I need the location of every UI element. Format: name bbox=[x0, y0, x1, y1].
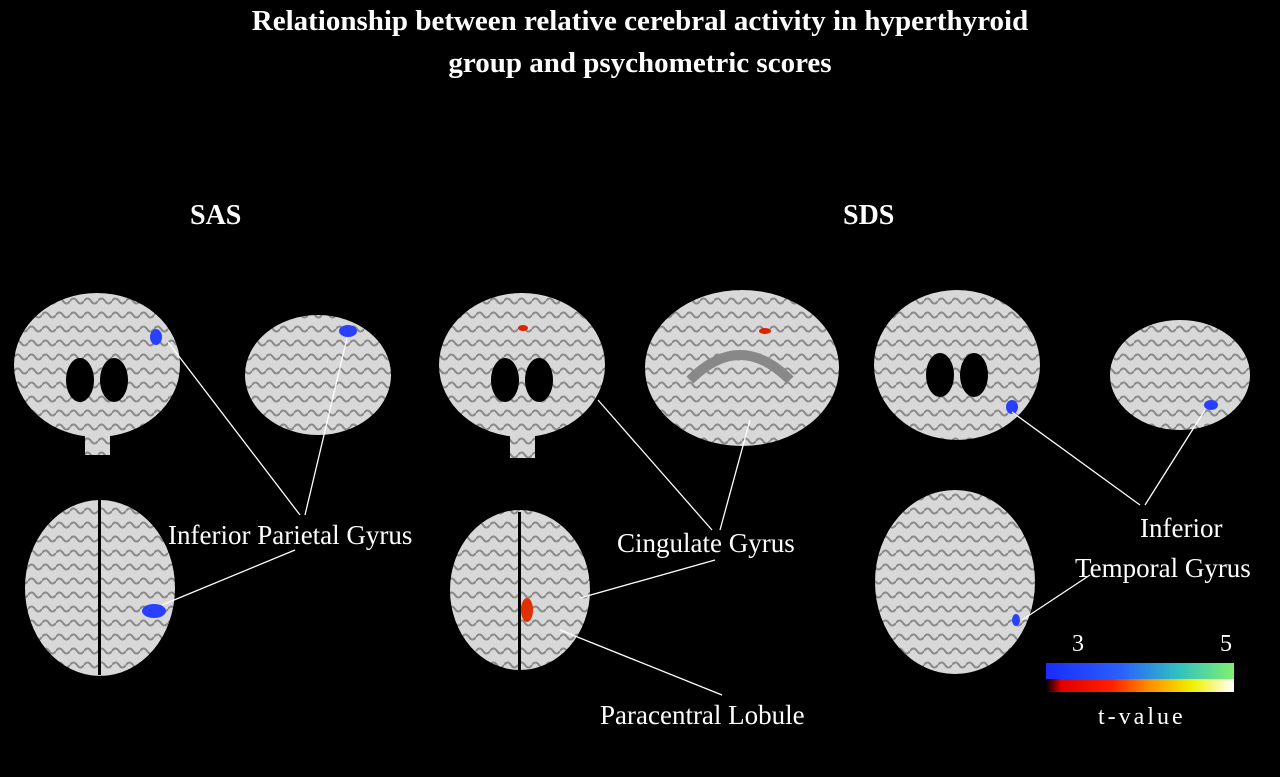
colorbar bbox=[1046, 663, 1234, 692]
blob bbox=[1006, 400, 1018, 414]
title-line-1: Relationship between relative cerebral a… bbox=[251, 5, 1029, 37]
panel-label-sas: SAS bbox=[190, 200, 242, 231]
title-line-2: group and psychometric scores bbox=[448, 47, 832, 79]
sas-sagittal-slice bbox=[245, 315, 391, 435]
blob bbox=[518, 325, 528, 331]
label-inferior: Inferior bbox=[1140, 513, 1223, 543]
leader-lines bbox=[161, 337, 1206, 696]
blob bbox=[1204, 400, 1218, 410]
colorbar-max: 5 bbox=[1220, 631, 1232, 657]
label-paracentral-lobule: Paracentral Lobule bbox=[600, 700, 805, 730]
colorbar-negative bbox=[1046, 663, 1234, 679]
label-temporal-gyrus: Temporal Gyrus bbox=[1075, 553, 1251, 583]
sds-sagittal-slice bbox=[1110, 320, 1250, 430]
activation-blobs bbox=[142, 325, 1218, 626]
blob bbox=[142, 604, 166, 618]
figure-title: Relationship between relative cerebral a… bbox=[0, 0, 1280, 84]
cg-sagittal-slice bbox=[645, 290, 839, 446]
blob bbox=[759, 328, 771, 334]
sds-coronal-slice bbox=[874, 290, 1040, 440]
sds-axial-slice bbox=[875, 490, 1035, 674]
label-inferior-parietal-gyrus: Inferior Parietal Gyrus bbox=[168, 520, 413, 550]
sas-coronal-slice bbox=[14, 293, 180, 437]
blob bbox=[339, 325, 357, 337]
blob bbox=[150, 329, 162, 345]
colorbar-label: t-value bbox=[1098, 704, 1186, 730]
label-cingulate-gyrus: Cingulate Gyrus bbox=[617, 528, 795, 558]
colorbar-min: 3 bbox=[1072, 631, 1084, 657]
colorbar-positive bbox=[1046, 679, 1234, 692]
panel-label-sds: SDS bbox=[843, 200, 895, 231]
blob bbox=[521, 598, 533, 622]
sdscg-coronal-slice bbox=[439, 293, 605, 437]
blob bbox=[1012, 614, 1020, 626]
